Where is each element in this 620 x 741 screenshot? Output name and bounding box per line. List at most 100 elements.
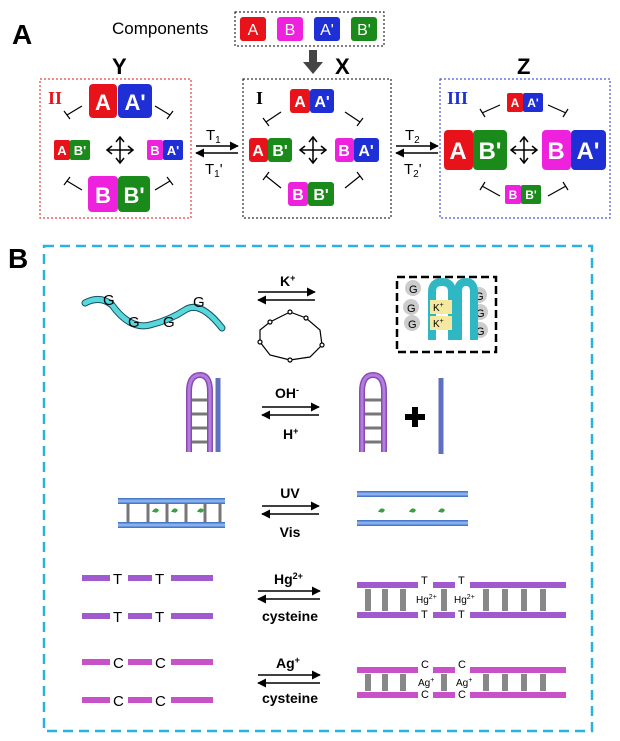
ag-arrows	[257, 670, 321, 688]
svg-text:B': B'	[74, 143, 86, 158]
vis-label: Vis	[280, 524, 301, 540]
state-z-roman: III	[447, 88, 468, 108]
oh-arrows	[261, 402, 320, 420]
components-label: Components	[112, 19, 208, 38]
azo-duplex-left	[118, 498, 225, 528]
azo-strands-right	[357, 491, 468, 526]
uv-arrows	[261, 501, 320, 519]
component-a: A	[240, 17, 266, 41]
panel-b-label: B	[8, 243, 28, 274]
state-z-box	[439, 78, 611, 219]
z-complex-left: A B'	[444, 130, 507, 170]
svg-text:B: B	[547, 138, 564, 165]
svg-text:G: G	[128, 314, 140, 331]
svg-text:A': A'	[167, 143, 179, 158]
k-ion-bottom: K+	[433, 318, 444, 330]
state-x-roman: I	[256, 88, 263, 108]
k-arrows	[257, 287, 316, 305]
z-cross-icon	[509, 135, 539, 165]
svg-text:C: C	[155, 693, 166, 710]
ag-ion-1: Ag+	[418, 677, 434, 689]
hg-ion-2: Hg2+	[454, 594, 475, 606]
component-a-prime-label: A'	[320, 22, 334, 39]
svg-text:T: T	[155, 609, 164, 626]
svg-text:T: T	[421, 575, 428, 587]
ag-ion-2: Ag+	[456, 677, 472, 689]
uv-label: UV	[280, 485, 300, 501]
state-x-box	[242, 78, 392, 219]
state-y-roman: II	[48, 88, 62, 108]
t2-equilibrium-arrows	[395, 141, 439, 158]
ag-label: Ag+	[276, 655, 300, 671]
svg-text:C: C	[421, 659, 429, 671]
x-complex-left: A B'	[249, 138, 292, 162]
svg-text:B: B	[150, 143, 159, 158]
svg-text:A: A	[511, 96, 520, 110]
svg-text:A: A	[252, 143, 264, 160]
svg-text:T: T	[458, 575, 465, 587]
y-complex-top: A A'	[89, 84, 152, 118]
svg-text:B': B'	[272, 143, 287, 160]
x-complex-right: B A'	[335, 138, 379, 162]
t1-prime-label: T1'	[205, 161, 223, 180]
z-complex-top: A A'	[507, 93, 543, 112]
y-complex-left: A B'	[54, 140, 90, 160]
svg-text:A': A'	[576, 138, 599, 165]
svg-text:C: C	[458, 659, 466, 671]
svg-text:T: T	[113, 571, 122, 588]
component-b-label: B	[285, 22, 296, 39]
svg-text:B: B	[338, 143, 350, 160]
z-complex-right: B A'	[542, 130, 606, 170]
state-x-letter: X	[335, 54, 350, 79]
svg-text:B': B'	[313, 187, 328, 204]
svg-text:A: A	[449, 138, 466, 165]
svg-text:G: G	[193, 294, 205, 311]
c-strands-left: C C C C	[82, 655, 213, 710]
svg-text:T: T	[458, 609, 465, 621]
state-z-letter: Z	[517, 54, 530, 79]
svg-text:G: G	[407, 303, 416, 315]
hg-label: Hg2+	[274, 571, 303, 587]
g-quadruplex-icon: G G G G G G K+ K+	[403, 277, 488, 340]
svg-text:C: C	[458, 689, 466, 701]
g-rich-strand: G G G G	[81, 292, 226, 332]
svg-text:A: A	[95, 90, 111, 115]
svg-text:G: G	[163, 314, 175, 331]
svg-text:A': A'	[314, 94, 329, 111]
svg-text:G: G	[476, 326, 485, 338]
hairpin-duplex-left	[186, 371, 221, 452]
svg-text:T: T	[155, 571, 164, 588]
svg-text:G: G	[408, 319, 417, 331]
svg-text:A': A'	[358, 143, 373, 160]
t1-equilibrium-arrows	[195, 141, 239, 158]
t2-label: T2	[405, 127, 420, 146]
x-complex-top: A A'	[290, 89, 334, 113]
z-complex-bottom: B B'	[505, 185, 541, 204]
z-inhibit-icons	[479, 104, 569, 197]
y-cross-icon	[105, 135, 135, 165]
cysteine-label-hg: cysteine	[262, 608, 318, 624]
x-inhibit-icons	[262, 111, 364, 189]
svg-text:C: C	[113, 655, 124, 672]
svg-text:B: B	[509, 188, 518, 202]
svg-text:B: B	[292, 187, 304, 204]
y-complex-bottom: B B'	[88, 176, 150, 212]
svg-text:G: G	[103, 292, 115, 309]
hg-arrows	[257, 586, 321, 604]
cysteine-label-ag: cysteine	[262, 690, 318, 706]
svg-text:B': B'	[525, 188, 537, 202]
svg-text:G: G	[409, 284, 418, 296]
svg-text:A': A'	[527, 96, 539, 110]
hg-ion-1: Hg2+	[416, 594, 437, 606]
svg-text:B': B'	[478, 138, 501, 165]
svg-text:B: B	[95, 183, 111, 208]
t1-label: T1	[206, 127, 221, 146]
svg-text:C: C	[155, 655, 166, 672]
t-hg-t-duplex: T T Hg2+ Hg2+ T T	[357, 575, 566, 621]
svg-text:A': A'	[124, 90, 145, 115]
svg-text:C: C	[113, 693, 124, 710]
state-y-letter: Y	[112, 54, 127, 79]
svg-text:B': B'	[123, 183, 144, 208]
y-inhibit-icons	[63, 105, 174, 191]
